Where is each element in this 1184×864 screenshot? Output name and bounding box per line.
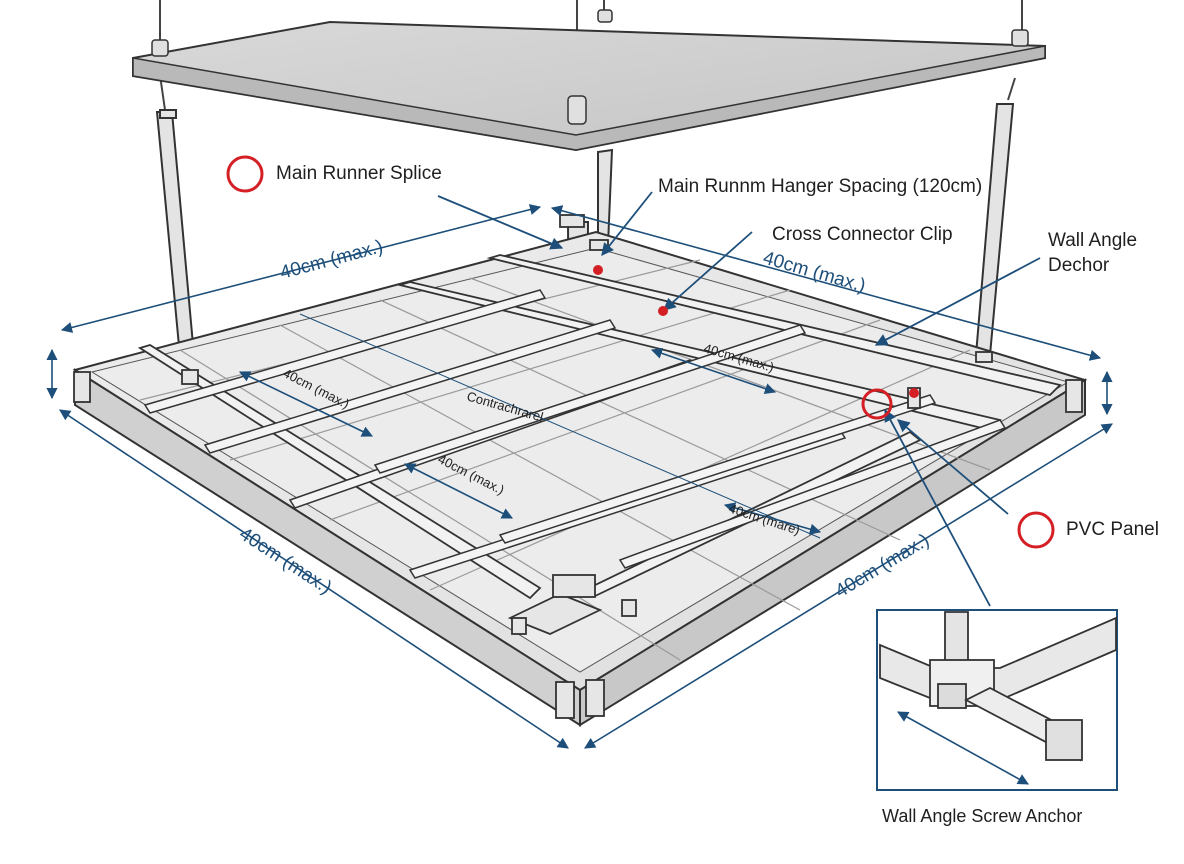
- leader-lines: [437, 191, 1041, 607]
- main-runner-splice-label: Main Runner Splice: [276, 163, 442, 184]
- pvc-panel-label: PVC Panel: [1066, 519, 1159, 540]
- inset-detail: [876, 609, 1118, 791]
- inset-caption: Wall Angle Screw Anchor: [882, 806, 1083, 826]
- concrete-slab: [132, 20, 1046, 152]
- splice-marker-icon: [226, 155, 264, 193]
- callout-points: [593, 265, 919, 420]
- main-runner-hanger-spacing-label: Main Runnm Hanger Spacing (120cm): [658, 176, 983, 197]
- wall-angle-anchor-label-line2: Dechor: [1048, 255, 1110, 276]
- dim-top-left-label: 40cm (max.): [278, 236, 385, 284]
- cross-connector-clip-label: Cross Connector Clip: [772, 224, 953, 245]
- wall-angle-anchor-label-line1: Wall Angle: [1048, 230, 1138, 251]
- pvc-panel-marker-icon: [1017, 511, 1055, 549]
- dimension-arrows: [46, 204, 1113, 749]
- hanger-clips: [151, 9, 1029, 125]
